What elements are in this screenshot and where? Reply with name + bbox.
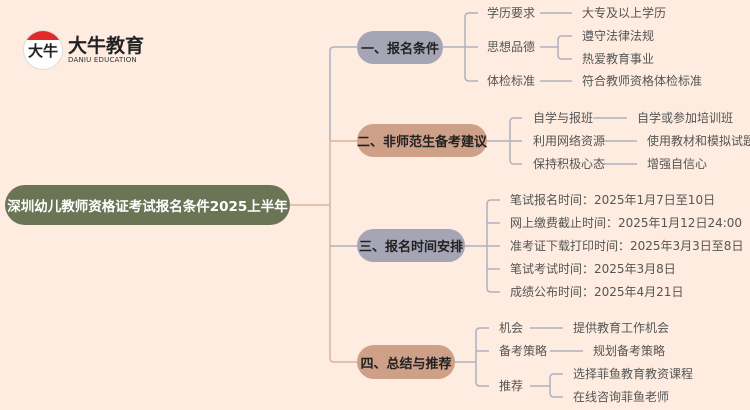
node-strategy[interactable]: 备考策略 <box>499 344 548 358</box>
branch-schedule[interactable]: 三、报名时间安排 <box>357 229 465 262</box>
node-schedule-item[interactable]: 成绩公布时间：2025年4月21日 <box>510 285 684 299</box>
node-education[interactable]: 学历要求 <box>487 6 536 20</box>
node-morality[interactable]: 思想品德 <box>487 40 536 54</box>
node-positive-mindset[interactable]: 保持积极心态 <box>533 157 606 171</box>
branch-registration-conditions[interactable]: 一、报名条件 <box>357 31 443 64</box>
root-node[interactable]: 深圳幼儿教师资格证考试报名条件2025上半年 <box>5 185 290 225</box>
leaf[interactable]: 增强自信心 <box>647 157 708 171</box>
node-recommendation[interactable]: 推荐 <box>499 379 524 393</box>
leaf[interactable]: 遵守法律法规 <box>582 29 655 43</box>
node-schedule-item[interactable]: 准考证下载打印时间：2025年3月3日至8日 <box>510 239 744 253</box>
branch-summary[interactable]: 四、总结与推荐 <box>357 345 455 379</box>
branch-non-normal-advice[interactable]: 二、非师范生备考建议 <box>357 124 487 157</box>
leaf[interactable]: 符合教师资格体检标准 <box>582 74 703 88</box>
node-schedule-item[interactable]: 网上缴费截止时间：2025年1月12日24:00 <box>510 216 743 230</box>
node-opportunity[interactable]: 机会 <box>499 321 524 335</box>
node-physical[interactable]: 体检标准 <box>487 74 536 88</box>
logo-name-en: DANIU EDUCATION <box>68 56 137 64</box>
leaf[interactable]: 提供教育工作机会 <box>573 321 670 335</box>
logo-name-cn: 大牛教育 <box>68 35 145 57</box>
node-schedule-item[interactable]: 笔试报名时间：2025年1月7日至10日 <box>510 193 716 207</box>
leaf[interactable]: 选择菲鱼教育教资课程 <box>573 367 694 381</box>
leaf[interactable]: 自学或参加培训班 <box>637 111 734 125</box>
logo-mark: 大牛 <box>23 30 63 70</box>
logo: 大牛 大牛教育 DANIU EDUCATION <box>23 30 144 70</box>
leaf[interactable]: 在线咨询菲鱼老师 <box>573 390 670 404</box>
leaf[interactable]: 使用教材和模拟试题 <box>647 134 750 148</box>
node-online-resources[interactable]: 利用网络资源 <box>533 134 606 148</box>
leaf[interactable]: 规划备考策略 <box>593 344 666 358</box>
leaf[interactable]: 热爱教育事业 <box>582 52 655 66</box>
node-schedule-item[interactable]: 笔试考试时间：2025年3月8日 <box>510 262 676 276</box>
leaf[interactable]: 大专及以上学历 <box>582 6 667 20</box>
node-self-study[interactable]: 自学与报班 <box>533 111 594 125</box>
